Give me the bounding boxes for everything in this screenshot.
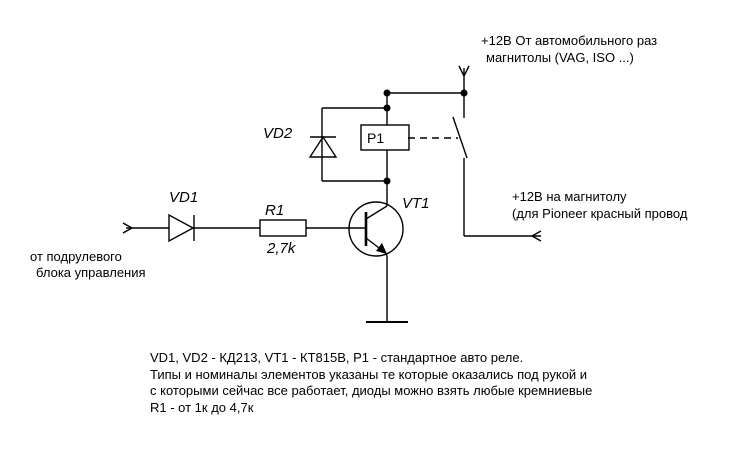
input-label-line1: от подрулевого	[30, 249, 122, 264]
supply-label-line1: +12В От автомобильного раз	[481, 33, 657, 48]
transistor-vt1	[348, 181, 404, 257]
output-label-line1: +12В на магнитолу	[512, 189, 627, 204]
note-line: R1 - от 1к до 4,7к	[150, 399, 254, 415]
resistor-r1	[259, 219, 307, 237]
input-arrow	[122, 222, 169, 234]
output-label-line2: (для Pioneer красный провод	[512, 206, 688, 221]
relay-coil-p1	[360, 124, 410, 151]
junction-dot	[383, 104, 391, 112]
diode-vd2	[308, 107, 387, 182]
diode-vd1	[168, 213, 195, 243]
component-notes: VD1, VD2 - КД213, VT1 - КТ815В, Р1 - ста…	[150, 350, 592, 416]
r1-value-label: 2,7k	[266, 240, 297, 257]
vd1-label: VD1	[169, 189, 198, 206]
output-arrow	[464, 230, 542, 242]
supply-input-arrow	[458, 65, 470, 93]
r1-label: R1	[265, 202, 284, 219]
note-line: Типы и номиналы элементов указаны те кот…	[150, 366, 588, 382]
input-label-line2: блока управления	[36, 265, 146, 280]
vd2-label: VD2	[263, 125, 293, 142]
note-line: VD1, VD2 - КД213, VT1 - КТ815В, Р1 - ста…	[150, 350, 524, 365]
p1-label: P1	[367, 130, 384, 146]
vt1-label: VT1	[402, 195, 430, 212]
relay-contact-switch	[452, 93, 468, 236]
note-line: с которыми сейчас все работает, диоды мо…	[150, 383, 593, 398]
supply-label-line2: магнитолы (VAG, ISO ...)	[486, 50, 634, 65]
